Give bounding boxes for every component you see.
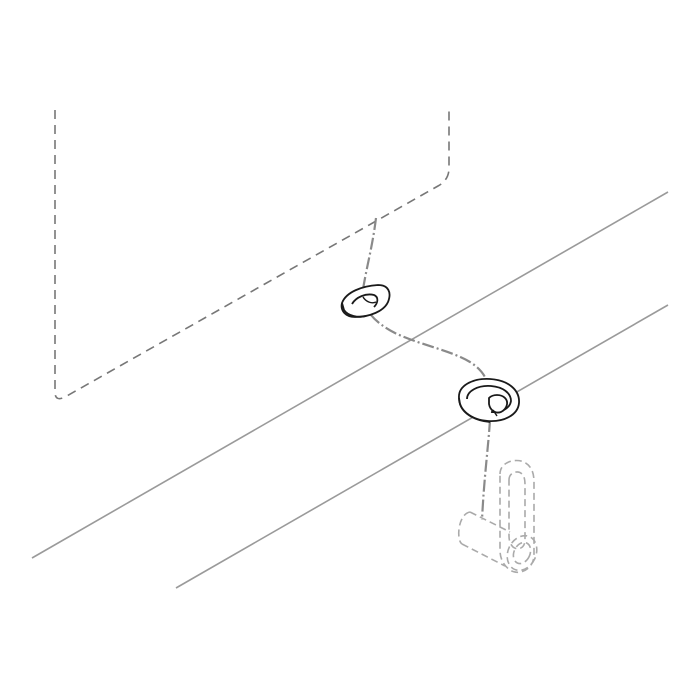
outlet-plug-hidden bbox=[457, 459, 538, 574]
upper-cable-grommet bbox=[340, 284, 391, 318]
routing-cable bbox=[360, 217, 492, 397]
lower-cable-grommet bbox=[458, 378, 520, 423]
countertop-lower-edge bbox=[175, 304, 669, 589]
appliance-outline-hidden bbox=[54, 108, 450, 400]
countertop-front-edge bbox=[31, 191, 669, 559]
cable-drop bbox=[480, 419, 492, 521]
